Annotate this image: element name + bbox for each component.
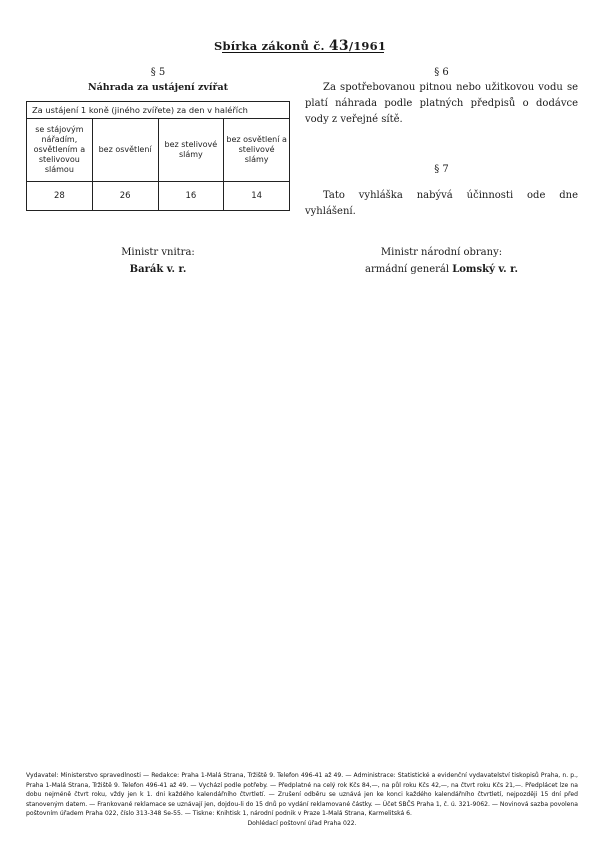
- signature-right-title: Ministr národní obrany:: [380, 247, 503, 258]
- section-6-text: Za spotřebovanou pitnou nebo užitkovou v…: [305, 82, 578, 125]
- footer-text: Vydavatel: Ministerstvo spravedlnosti — …: [26, 772, 578, 818]
- stabling-fee-table: Za ustájení 1 koně (jiného zvířete) za d…: [26, 101, 290, 211]
- publisher-footer: Vydavatel: Ministerstvo spravedlnosti — …: [26, 771, 578, 829]
- left-column: § 5 Náhrada za ustájení zvířat Za ustáje…: [26, 66, 290, 211]
- table-header: Za ustájení 1 koně (jiného zvířete) za d…: [26, 101, 290, 119]
- table-column-label: bez osvětlení: [91, 118, 159, 182]
- table-row-descriptions: se stájovým nářadím, osvětlením a steliv…: [26, 118, 290, 182]
- signature-right: Ministr národní obrany: armádní generál …: [305, 244, 578, 278]
- table-column-label: bez osvětlení a stelivové slámy: [223, 118, 290, 182]
- table-cell-value: 28: [26, 181, 93, 211]
- header-year: /1961: [348, 39, 387, 53]
- table-column-label: bez stelivové slámy: [157, 118, 225, 182]
- section-5-title: Náhrada za ustájení zvířat: [87, 82, 229, 93]
- section-6-sign: § 6: [434, 67, 449, 78]
- signature-right-name: Lomský v. r.: [452, 264, 518, 275]
- header-text: Sbírka zákonů č.: [213, 39, 329, 53]
- header-rule: [222, 52, 384, 53]
- signature-right-rank: armádní generál: [365, 264, 453, 275]
- table-row-values: 28 26 16 14: [26, 181, 290, 211]
- table-cell-value: 14: [223, 181, 290, 211]
- signature-left-name: Barák v. r.: [129, 264, 187, 275]
- signature-left: Ministr vnitra: Barák v. r.: [26, 244, 290, 278]
- right-column: § 6 Za spotřebovanou pitnou nebo užitkov…: [305, 66, 578, 220]
- table-column-label: se stájovým nářadím, osvětlením a steliv…: [26, 118, 93, 182]
- footer-last-line: Dohlédací poštovní úřad Praha 022.: [247, 819, 357, 827]
- section-5-sign: § 5: [150, 67, 166, 78]
- table-cell-value: 26: [91, 181, 159, 211]
- header-number: 43: [328, 38, 349, 54]
- table-cell-value: 16: [157, 181, 225, 211]
- section-7-text: Tato vyhláška nabývá účinnosti ode dne v…: [305, 190, 578, 217]
- section-7-sign: § 7: [434, 164, 449, 175]
- page-header: Sbírka zákonů č. 43/1961: [0, 38, 600, 54]
- signature-left-title: Ministr vnitra:: [121, 247, 195, 258]
